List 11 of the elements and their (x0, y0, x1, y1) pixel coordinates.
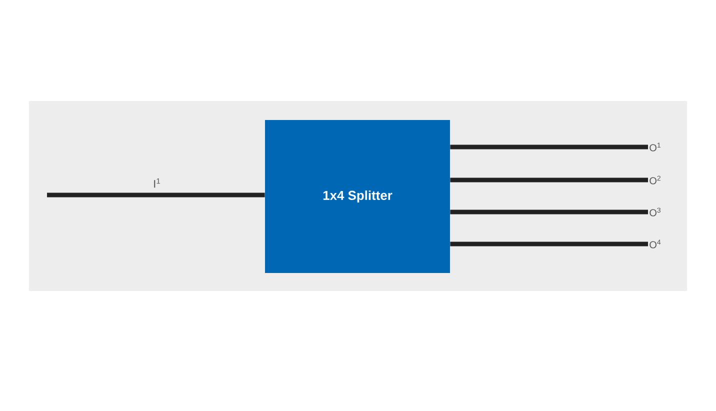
connector-line (450, 242, 648, 246)
output-label: O$^{3}$ (650, 208, 661, 216)
output-label: O$^{1}$ (650, 142, 660, 152)
connector-line (47, 192, 265, 198)
connector-line (450, 210, 648, 214)
output-label: O$^{2}$ (650, 176, 660, 184)
connector-line (450, 178, 648, 182)
output-label: O$^{4}$ (650, 240, 661, 248)
connector-line (450, 144, 648, 150)
edge-label: I$^{1}$ (152, 177, 162, 189)
splitter-box: 1x4 Splitter (265, 120, 450, 273)
